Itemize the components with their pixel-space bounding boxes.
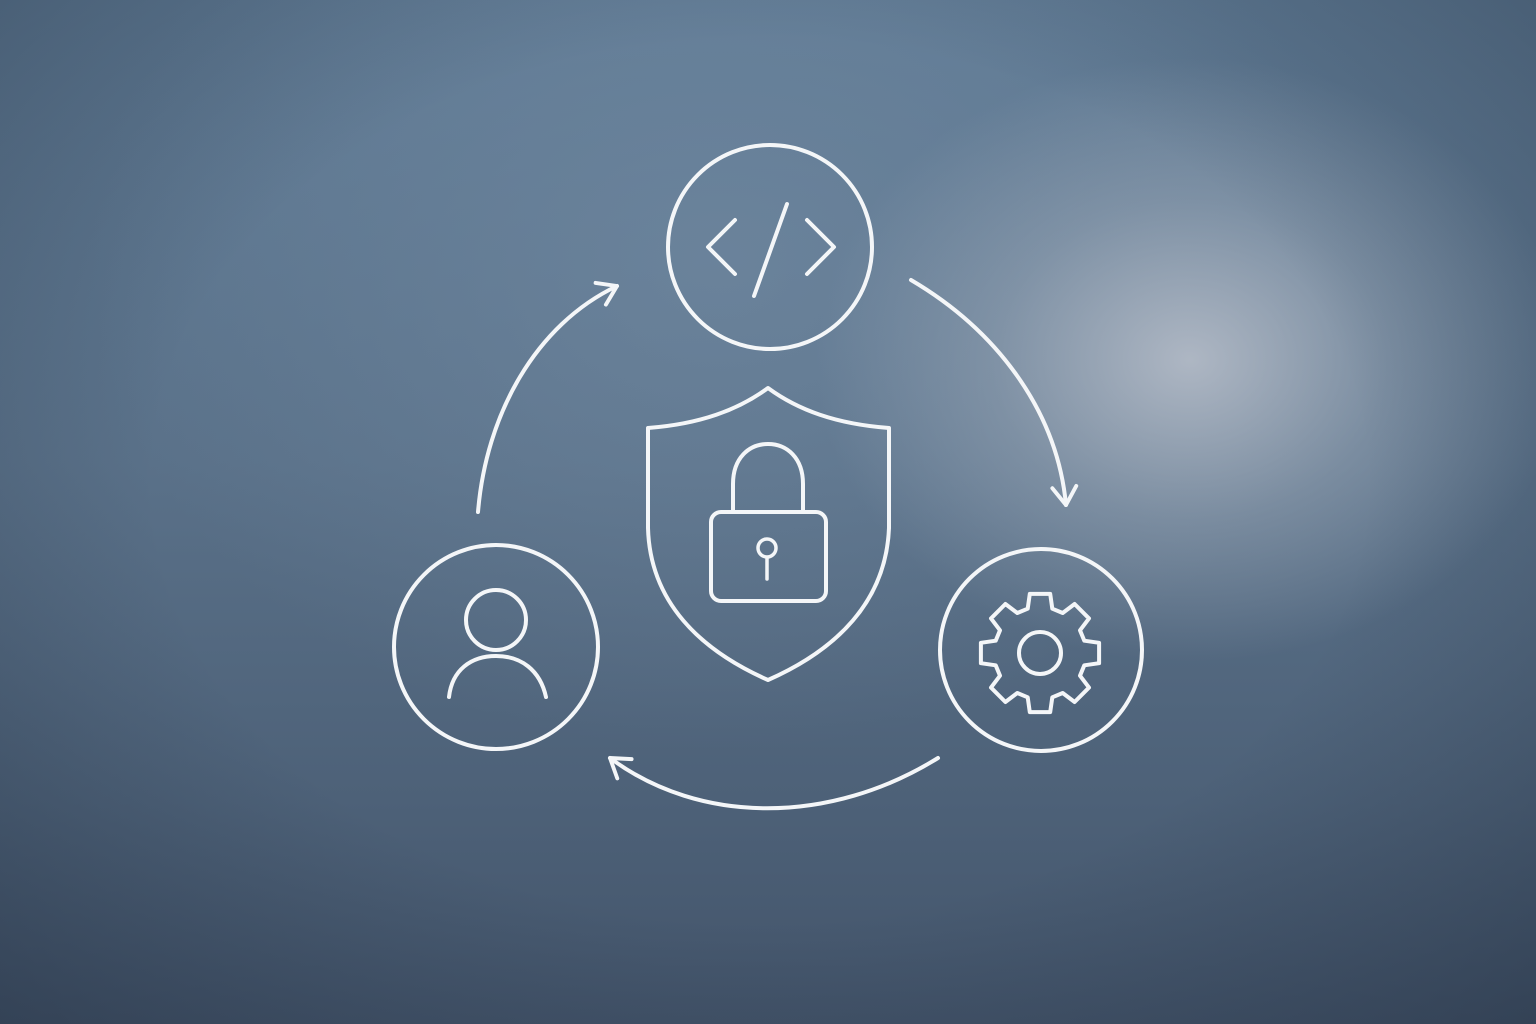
arrow-user-to-code	[476, 280, 619, 514]
gear-outline	[978, 591, 1102, 715]
arrow-settings-to-user	[608, 756, 940, 811]
shield-outline	[646, 386, 891, 682]
code-brackets-icon	[706, 202, 836, 298]
padlock-icon	[709, 442, 828, 603]
gear-icon	[978, 591, 1102, 715]
user-icon	[447, 588, 548, 699]
arrow-code-to-settings	[909, 278, 1079, 507]
settings-node	[938, 547, 1144, 753]
user-node-circle	[392, 543, 600, 751]
code-node-circle	[666, 143, 874, 351]
settings-node-circle	[938, 547, 1144, 753]
shield-lock-icon	[646, 386, 891, 682]
user-node	[392, 543, 600, 751]
code-node	[666, 143, 874, 351]
